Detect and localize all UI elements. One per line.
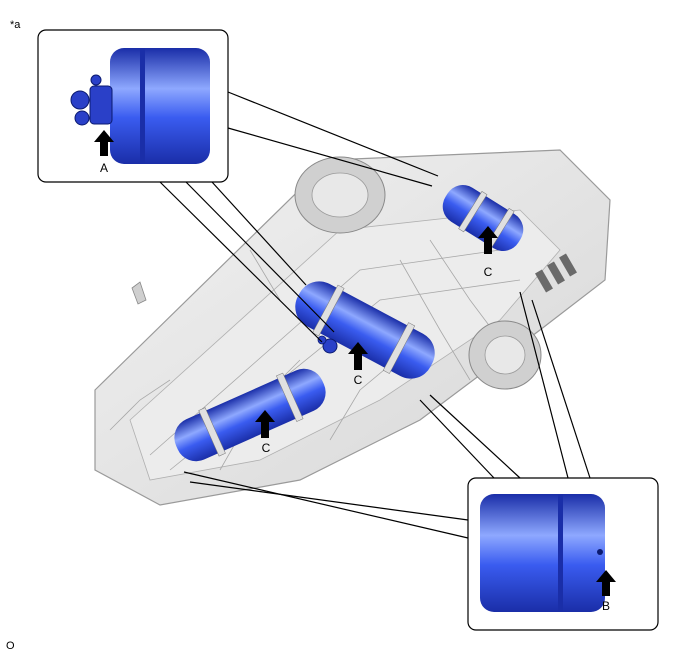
hydrogen-tank-front: [174, 368, 326, 462]
leader-lines: [159, 91, 591, 539]
inset-tank-end-b: [467, 477, 659, 631]
page-ref: O: [6, 640, 15, 652]
up-arrow-icon: [596, 570, 616, 596]
up-arrow-icon: [348, 342, 368, 370]
arrows: [94, 130, 616, 596]
up-arrow-icon: [478, 226, 498, 254]
corner-label: *a: [10, 19, 21, 31]
up-arrow-icon: [94, 130, 114, 156]
hydrogen-tank-rear: [442, 185, 524, 251]
callout-c-rear: C: [484, 265, 493, 279]
fuel-valve-icon: [317, 335, 338, 354]
callout-c-middle: C: [354, 373, 363, 387]
callout-c-front: C: [262, 441, 271, 455]
inset-valve-a: [37, 29, 229, 183]
callout-b: B: [602, 599, 610, 613]
up-arrow-icon: [255, 410, 275, 438]
callout-a: A: [100, 161, 108, 175]
hydrogen-tank-middle: [295, 281, 435, 379]
